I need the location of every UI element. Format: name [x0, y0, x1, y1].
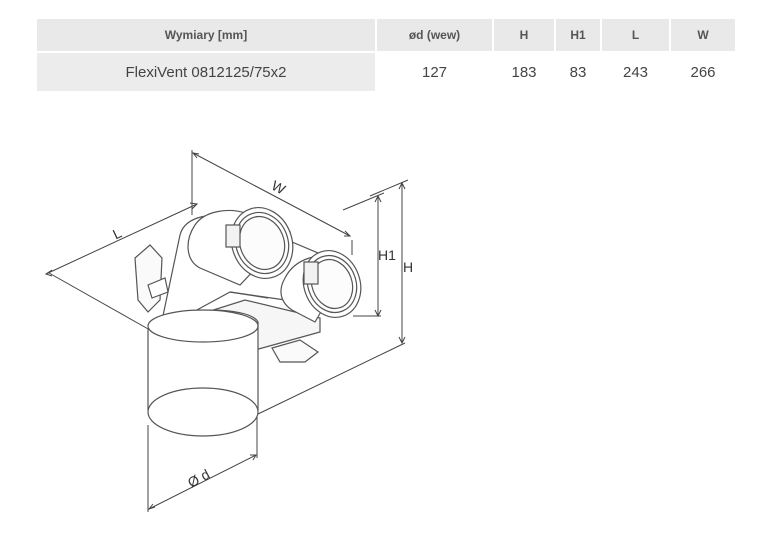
header-w: W [671, 19, 735, 53]
cell-w: 266 [690, 63, 716, 81]
header-l: L [602, 19, 669, 53]
cell-l: 243 [622, 63, 649, 81]
cell-h: 183 [511, 63, 537, 81]
label-d: Ø d [185, 466, 212, 491]
spigot-bottom-right [280, 250, 362, 323]
label-h: H [403, 259, 413, 275]
label-l: L [110, 224, 124, 242]
header-h1: H1 [556, 19, 600, 53]
table-row: FlexiVent 0812125/75x2 127 183 83 243 26… [37, 53, 735, 91]
header-diameter: ød (wew) [377, 19, 492, 53]
header-h: H [494, 19, 554, 53]
dimensions-table: Wymiary [mm] ød (wew) H H1 L W FlexiVent… [35, 19, 737, 91]
cell-model-name: FlexiVent 0812125/75x2 [37, 53, 375, 91]
table-header-row: Wymiary [mm] ød (wew) H H1 L W [37, 19, 735, 53]
main-duct-outlet [147, 309, 259, 437]
cell-diameter: 127 [421, 63, 448, 81]
spigot-top-left [187, 207, 294, 286]
cell-h1: 83 [569, 63, 587, 81]
header-dimensions: Wymiary [mm] [37, 19, 375, 53]
dimension-lines [44, 150, 409, 512]
label-h1: H1 [378, 247, 396, 263]
